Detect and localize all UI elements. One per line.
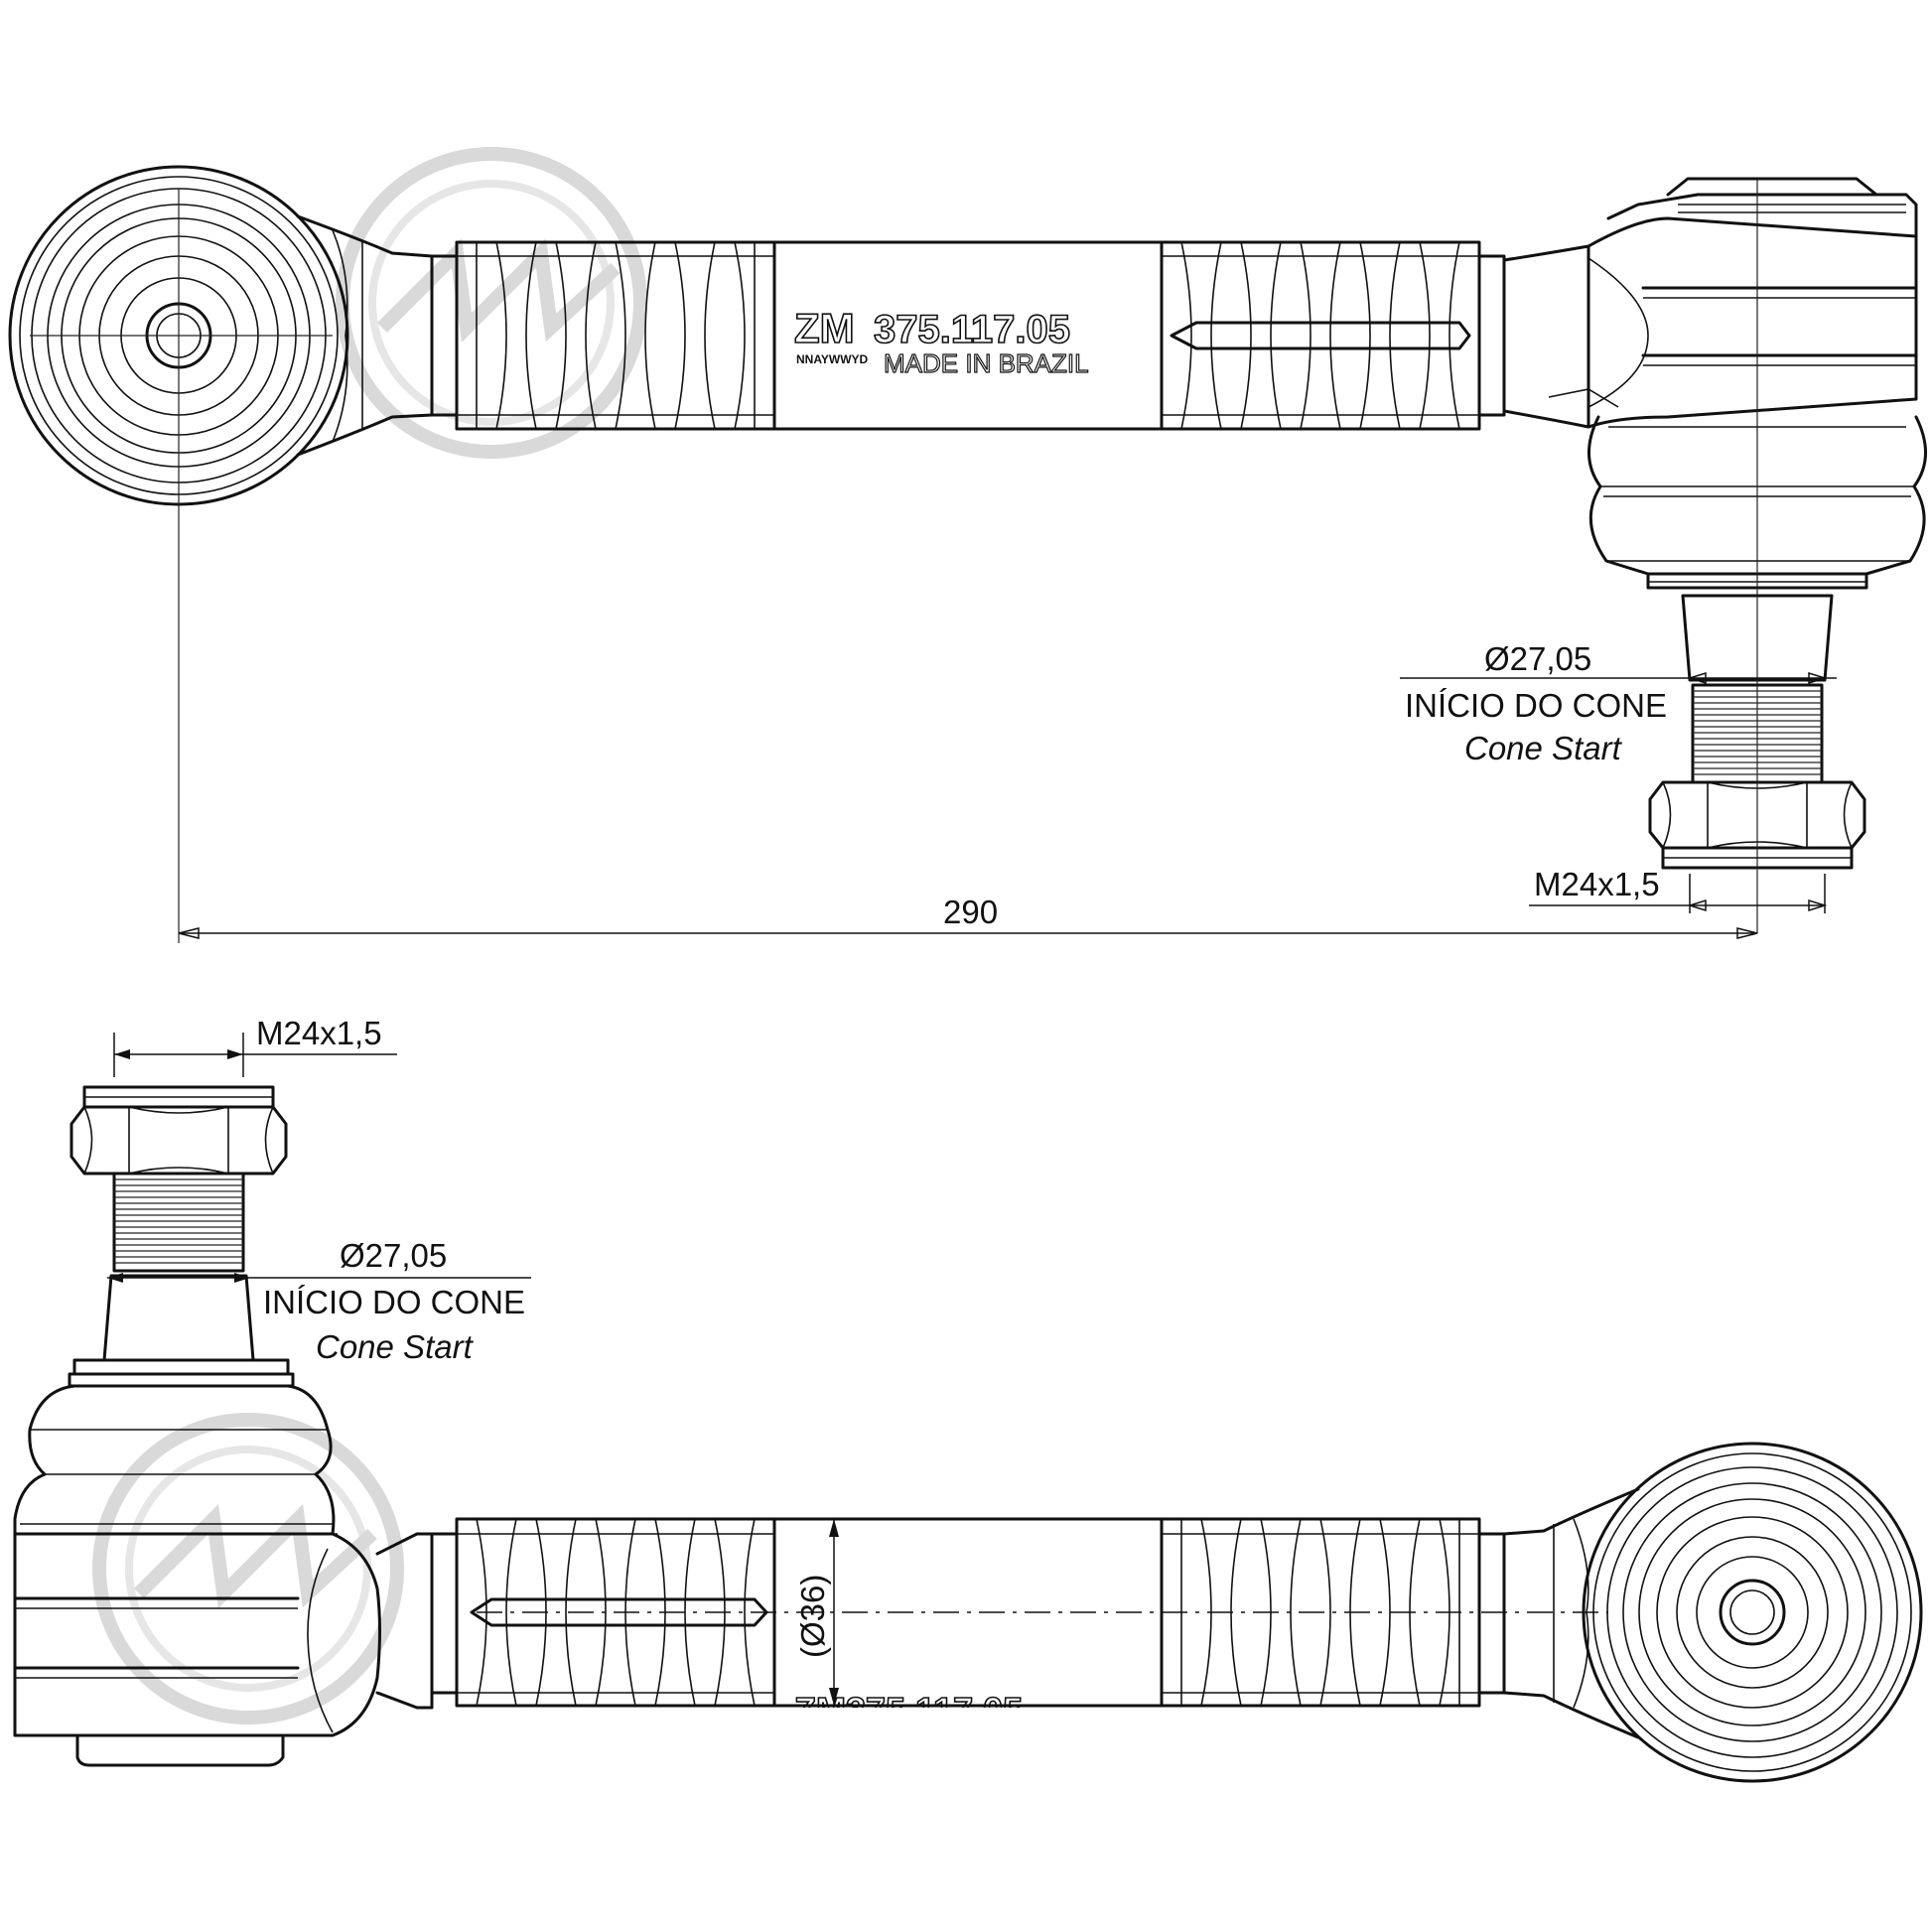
cone-start-pt-bottom: INÍCIO DO CONE (263, 1284, 525, 1320)
thread-bottom: M24x1,5 (256, 1015, 382, 1051)
brand-logo-top: ZM (794, 305, 855, 351)
bottom-thread (112, 1172, 245, 1273)
top-right-housing (1548, 177, 1918, 429)
date-code-top: NNAYWWYD (796, 352, 869, 366)
bottom-tube-marking: ZM375.117.05 (772, 1689, 1164, 1737)
watermark-logo-top (336, 147, 647, 459)
bottom-right-neck (1477, 1487, 1640, 1739)
thread-top: M24x1,5 (1534, 866, 1660, 902)
top-right-neck (1477, 244, 1590, 429)
watermark-logo-bottom (92, 1413, 404, 1725)
bottom-ball-stud (68, 1085, 295, 1388)
cone-diameter-bottom: Ø27,05 (340, 1237, 447, 1274)
top-left-neck (296, 214, 459, 457)
top-dimensions: Ø27,05 INÍCIO DO CONE Cone Start M24x1,5… (178, 640, 1837, 939)
bottom-dimensions: M24x1,5 Ø27,05 INÍCIO DO CONE Cone Start (107, 1015, 531, 1365)
top-left-eye (8, 165, 349, 943)
center-distance: 290 (943, 894, 998, 930)
bottom-right-eye (1582, 1442, 1923, 1783)
cone-start-en-bottom: Cone Start (316, 1328, 475, 1365)
bottom-view: (Ø36) (13, 1015, 1923, 1783)
top-ball-stud (1648, 179, 1866, 933)
cone-start-pt-top: INÍCIO DO CONE (1405, 687, 1667, 724)
tube-diameter: (Ø36) (794, 1575, 831, 1658)
bottom-hex-nut (69, 1105, 288, 1175)
top-view: ZM NNAYWWYD 375.117.05 MADE IN BRAZIL Ø2… (8, 165, 1927, 943)
cone-start-en-top: Cone Start (1464, 730, 1623, 766)
cone-diameter-top: Ø27,05 (1484, 640, 1591, 677)
part-number-top: 375.117.05 (874, 308, 1070, 351)
bottom-left-housing (13, 1532, 434, 1767)
origin-top: MADE IN BRAZIL (884, 348, 1089, 378)
top-tube-marking: ZM NNAYWWYD 375.117.05 MADE IN BRAZIL (793, 304, 1089, 378)
top-right-sleeve (1160, 240, 1481, 431)
